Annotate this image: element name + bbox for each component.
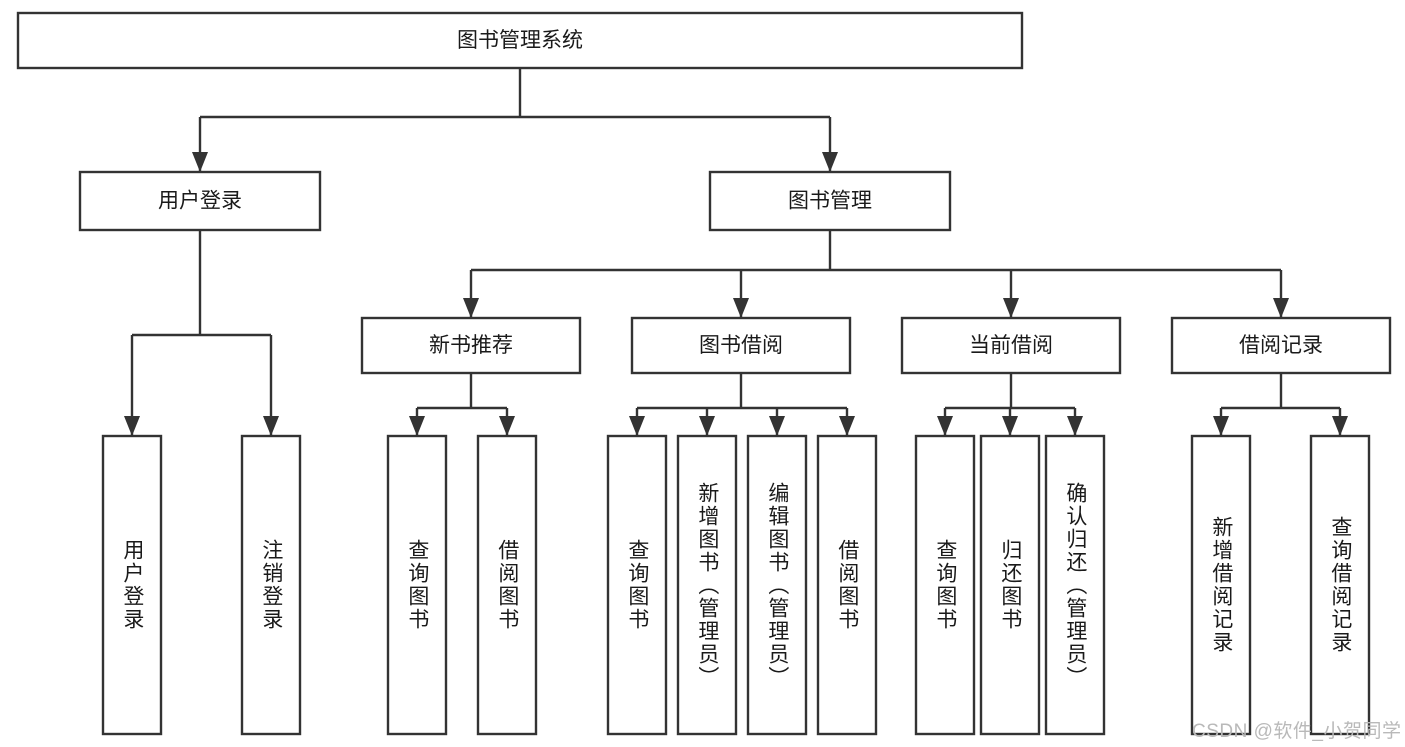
current-to-leaves-arrow-0 [937,416,953,436]
node-leaf-编辑图书管理员-6[interactable] [746,434,808,736]
node-box [746,434,808,736]
node-box [240,434,302,736]
node-leaf-新增借阅记录-11[interactable] [1190,434,1252,736]
node-box [708,170,952,232]
node-label: 图书管理 [788,190,872,213]
node-box [1309,434,1371,736]
current-to-leaves-arrow-1 [1002,416,1018,436]
node-box [914,434,976,736]
node-label: 借阅记录 [1239,334,1323,357]
root-to-level2-arrow-1 [822,152,838,172]
records-to-leaves-arrow-0 [1213,416,1229,436]
node-box [476,434,538,736]
node-box [676,434,738,736]
node-leaf-查询图书-4[interactable] [606,434,668,736]
node-box [816,434,878,736]
node-box [1170,316,1392,375]
node-box [386,434,448,736]
borrow-to-leaves-arrow-0 [629,416,645,436]
node-level3-新书推荐-0[interactable] [360,316,582,375]
node-label: 图书借阅 [699,334,783,357]
node-box [900,316,1122,375]
borrow-to-leaves-arrow-3 [839,416,855,436]
current-to-leaves-arrow-2 [1067,416,1083,436]
node-leaf-注销登录-1[interactable] [240,434,302,736]
node-box [101,434,163,736]
bookmgmt-to-level3-arrow-0 [463,298,479,318]
node-label: 图书管理系统 [457,29,583,52]
node-leaf-查询借阅记录-12[interactable] [1309,434,1371,736]
records-to-leaves-arrow-1 [1332,416,1348,436]
node-root-图书管理系统-0[interactable] [16,11,1024,70]
bookmgmt-to-level3-arrow-2 [1003,298,1019,318]
node-level2-用户登录-0[interactable] [78,170,322,232]
userlogin-to-leaves-arrow-1 [263,416,279,436]
bookmgmt-to-level3-arrow-3 [1273,298,1289,318]
node-box [1190,434,1252,736]
node-level2-图书管理-1[interactable] [708,170,952,232]
node-box [78,170,322,232]
node-level3-图书借阅-1[interactable] [630,316,852,375]
bookmgmt-to-level3-arrow-1 [733,298,749,318]
node-box [630,316,852,375]
node-level3-当前借阅-2[interactable] [900,316,1122,375]
csdn-watermark: CSDN @软件_小贺同学 [1192,721,1402,742]
node-box [360,316,582,375]
node-leaf-查询图书-8[interactable] [914,434,976,736]
box-layer [16,11,1392,736]
node-leaf-借阅图书-3[interactable] [476,434,538,736]
node-box [16,11,1024,70]
node-leaf-借阅图书-7[interactable] [816,434,878,736]
newbook-to-leaves-arrow-0 [409,416,425,436]
userlogin-to-leaves-arrow-0 [124,416,140,436]
node-label: 用户登录 [158,190,242,213]
node-label: 当前借阅 [969,334,1053,357]
borrow-to-leaves-arrow-1 [699,416,715,436]
node-level3-借阅记录-3[interactable] [1170,316,1392,375]
node-leaf-归还图书-9[interactable] [979,434,1041,736]
node-box [979,434,1041,736]
node-leaf-查询图书-2[interactable] [386,434,448,736]
node-leaf-用户登录-0[interactable] [101,434,163,736]
node-box [1044,434,1106,736]
node-box [606,434,668,736]
connector-layer [124,68,1348,436]
node-label: 新书推荐 [429,334,513,357]
newbook-to-leaves-arrow-1 [499,416,515,436]
node-leaf-确认归还管理员-10[interactable] [1044,434,1106,736]
root-to-level2-arrow-0 [192,152,208,172]
node-leaf-新增图书管理员-5[interactable] [676,434,738,736]
borrow-to-leaves-arrow-2 [769,416,785,436]
